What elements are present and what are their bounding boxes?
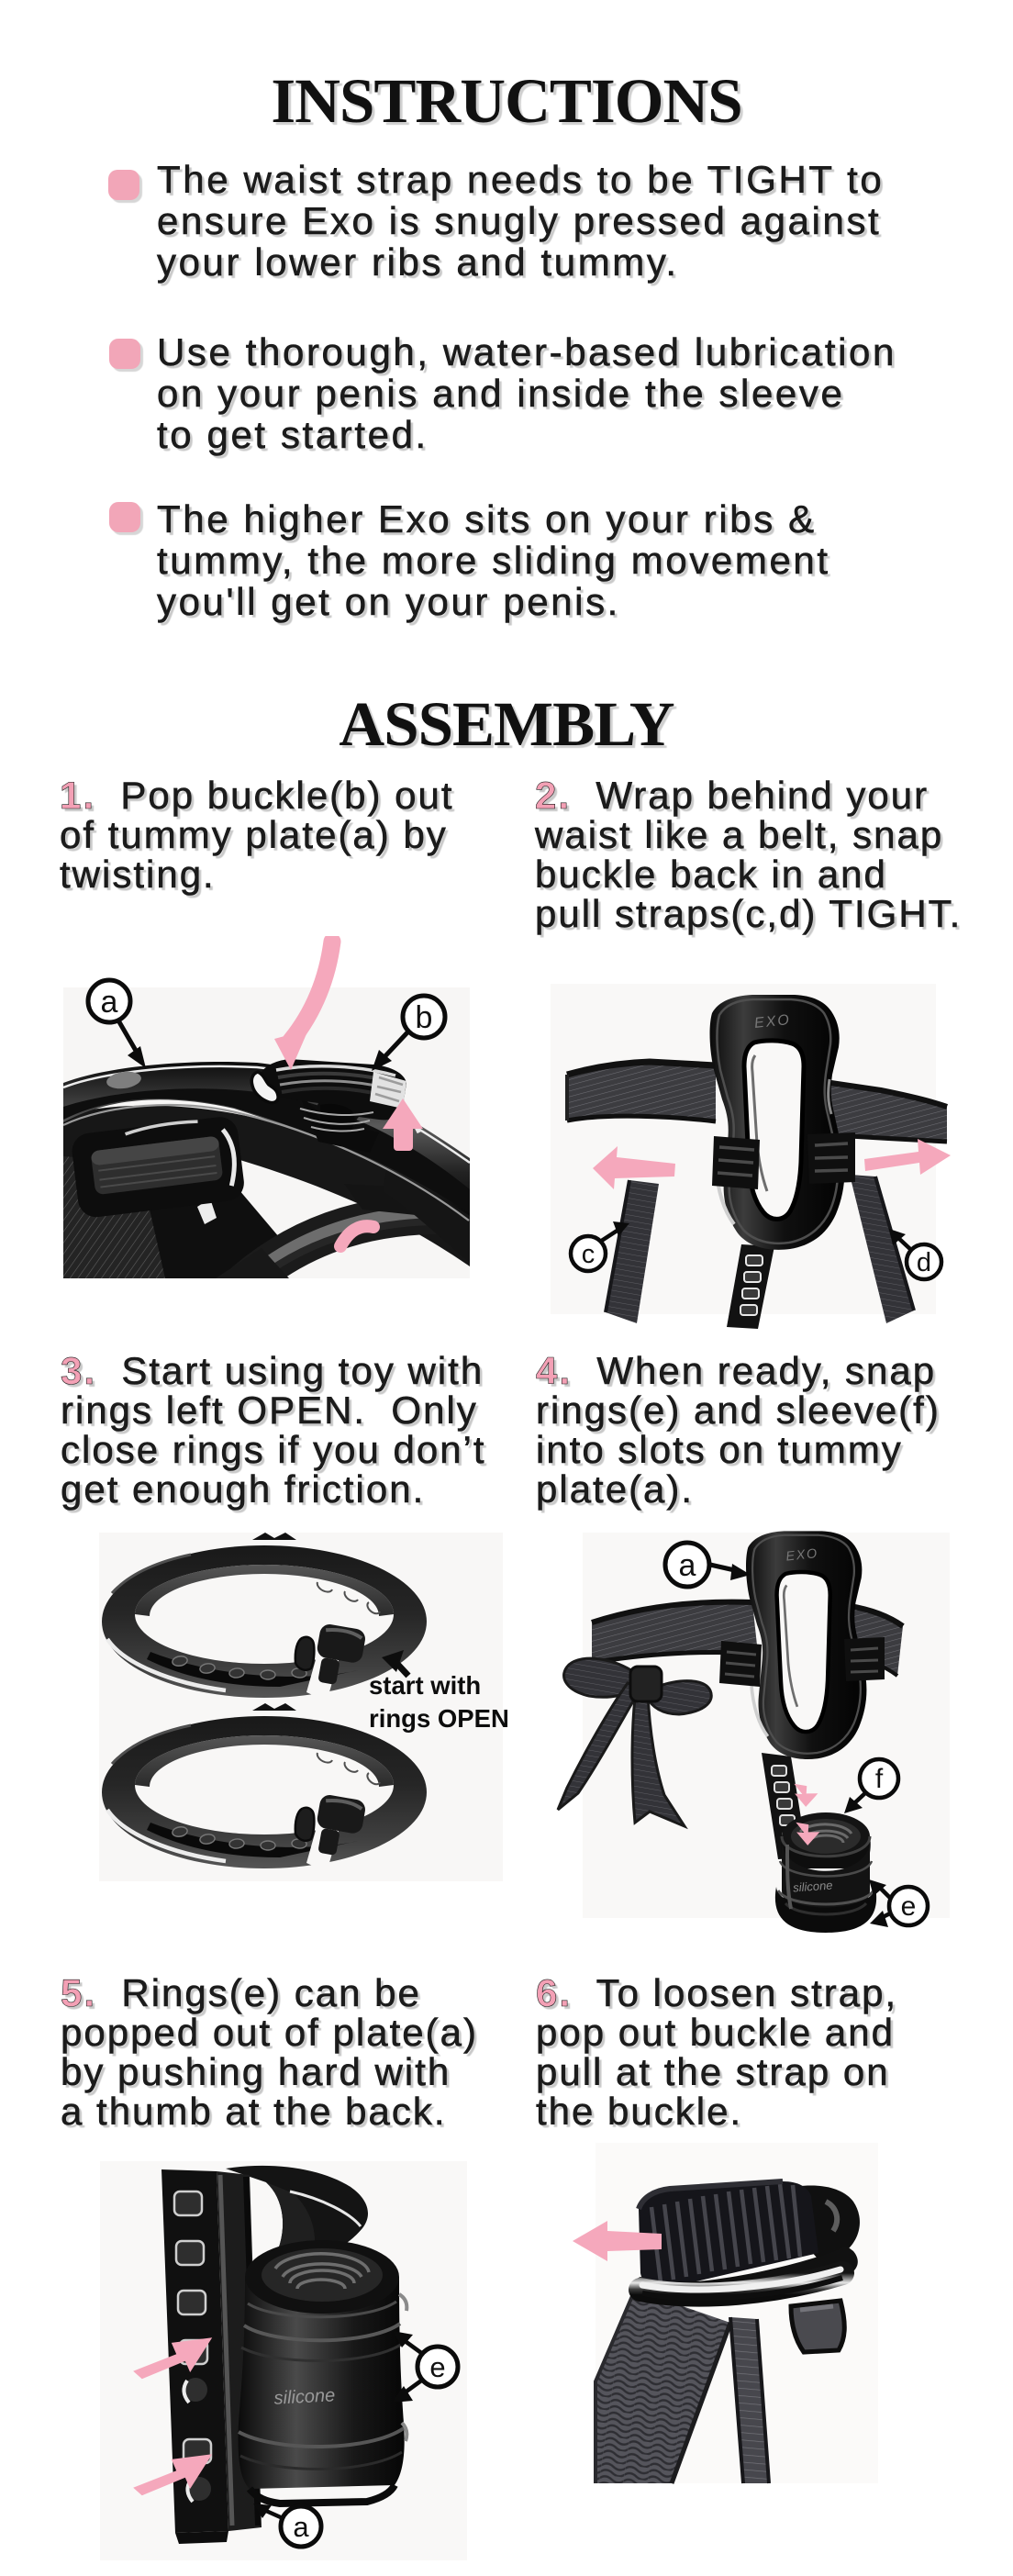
svg-text:silicone: silicone — [273, 2385, 336, 2408]
svg-text:e: e — [429, 2351, 445, 2383]
svg-text:rings OPEN: rings OPEN — [369, 1704, 509, 1733]
svg-text:c: c — [582, 1240, 596, 1269]
svg-text:EXO: EXO — [753, 1012, 791, 1032]
svg-text:silicone: silicone — [793, 1879, 833, 1895]
svg-text:a: a — [101, 985, 118, 1020]
svg-text:d: d — [917, 1248, 931, 1277]
svg-text:a: a — [293, 2511, 309, 2543]
svg-text:e: e — [901, 1891, 917, 1922]
svg-text:f: f — [875, 1764, 884, 1794]
svg-text:a: a — [679, 1548, 696, 1583]
svg-text:b: b — [416, 1000, 433, 1035]
svg-text:start with: start with — [369, 1671, 481, 1700]
svg-text:EXO: EXO — [785, 1546, 819, 1565]
